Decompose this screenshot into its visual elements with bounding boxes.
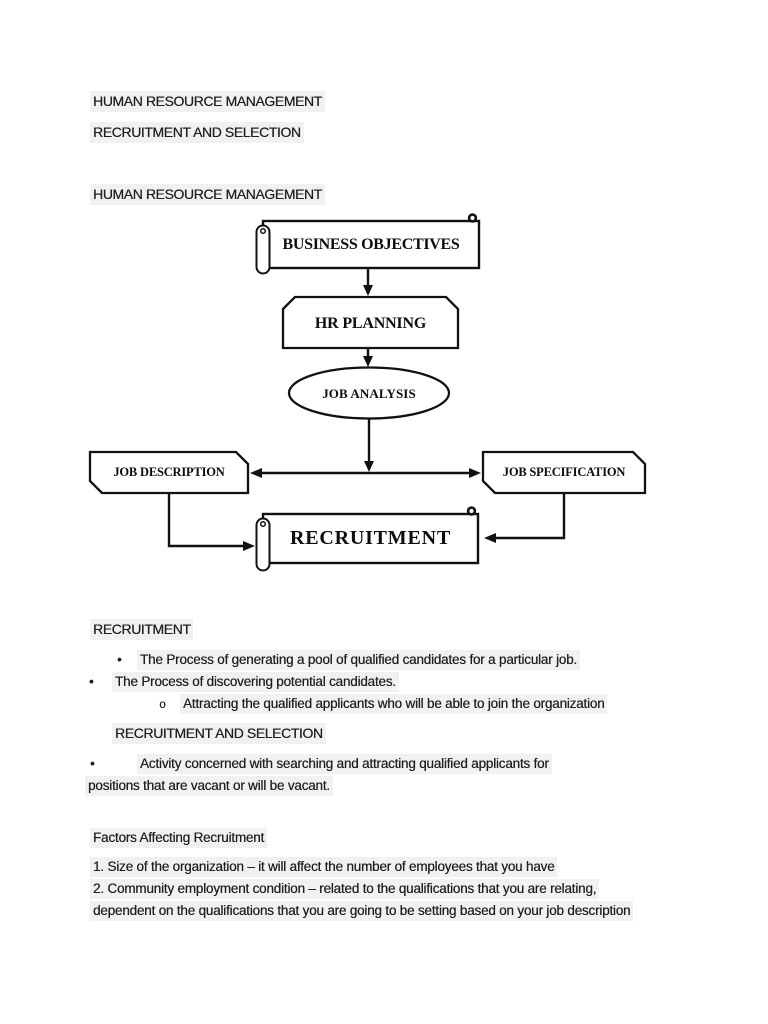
heading-hrm-section: HUMAN RESOURCE MANAGEMENT xyxy=(90,184,325,205)
factor-item-1: 1. Size of the organization – it will af… xyxy=(90,857,558,877)
node-job-analysis: JOB ANALYSIS xyxy=(322,385,416,401)
factor-item-1-text: 1. Size of the organization – it will af… xyxy=(90,857,558,877)
arrowhead-into-hr-planning xyxy=(363,285,373,296)
factor-item-2: 2. Community employment condition – rela… xyxy=(90,879,600,899)
bullet-item-activity: • Activity concerned with searching and a… xyxy=(90,754,552,774)
heading-factors: Factors Affecting Recruitment xyxy=(90,828,268,848)
heading-recruitment-and-selection: RECRUITMENT AND SELECTION xyxy=(112,723,326,744)
heading-recruitment-selection-top: RECRUITMENT AND SELECTION xyxy=(90,122,304,143)
node-job-description: JOB DESCRIPTION xyxy=(113,465,225,479)
sub-bullet-item-attracting: o Attracting the qualified applicants who… xyxy=(159,694,608,714)
bullet-item-discovering-candidates-text: The Process of discovering potential can… xyxy=(112,672,399,692)
bullet-item-activity-text: Activity concerned with searching and at… xyxy=(137,754,552,774)
heading-recruitment-and-selection-text: RECRUITMENT AND SELECTION xyxy=(112,723,326,744)
sub-bullet-item-attracting-text: Attracting the qualified applicants who … xyxy=(180,694,608,714)
bullet-item-generating-pool: • The Process of generating a pool of qua… xyxy=(117,650,580,670)
node-job-specification: JOB SPECIFICATION xyxy=(502,465,626,479)
bullet-icon: • xyxy=(117,652,122,667)
bullet-item-generating-pool-text: The Process of generating a pool of qual… xyxy=(137,650,580,670)
arrowhead-into-job-analysis xyxy=(363,356,373,367)
heading-hrm-top-text: HUMAN RESOURCE MANAGEMENT xyxy=(90,91,325,112)
heading-recruitment-text: RECRUITMENT xyxy=(90,619,194,640)
node-hr-planning: HR PLANNING xyxy=(314,314,427,332)
factor-item-2-text: 2. Community employment condition – rela… xyxy=(90,879,600,899)
connector-jd-to-rec xyxy=(167,492,245,548)
connector-js-to-rec xyxy=(494,492,566,540)
heading-recruitment: RECRUITMENT xyxy=(90,619,194,640)
arrowhead-junction-down xyxy=(364,461,374,472)
node-business-objectives: BUSINESS OBJECTIVES xyxy=(282,235,460,253)
bullet-icon: • xyxy=(90,756,95,771)
factor-item-2-continued: dependent on the qualifications that you… xyxy=(90,901,634,921)
node-recruitment: RECRUITMENT xyxy=(289,527,452,549)
bullet-icon: • xyxy=(89,674,94,689)
heading-factors-text: Factors Affecting Recruitment xyxy=(90,828,268,848)
arrowhead-into-job-description xyxy=(250,468,262,478)
heading-recruitment-selection-top-text: RECRUITMENT AND SELECTION xyxy=(90,122,304,143)
arrowhead-into-recruitment-left xyxy=(243,541,255,551)
circle-bullet-icon: o xyxy=(159,699,166,712)
arrowhead-into-recruitment-right xyxy=(484,533,496,543)
bullet-item-discovering-candidates: • The Process of discovering potential ca… xyxy=(89,672,399,692)
arrowhead-into-job-specification xyxy=(469,468,481,478)
bullet-item-activity-continued: positions that are vacant or will be vac… xyxy=(85,776,333,796)
bullet-item-activity-continued-text: positions that are vacant or will be vac… xyxy=(85,776,333,796)
heading-hrm-section-text: HUMAN RESOURCE MANAGEMENT xyxy=(90,184,325,205)
factor-item-2-continued-text: dependent on the qualifications that you… xyxy=(90,901,634,921)
heading-hrm-top: HUMAN RESOURCE MANAGEMENT xyxy=(90,91,325,112)
